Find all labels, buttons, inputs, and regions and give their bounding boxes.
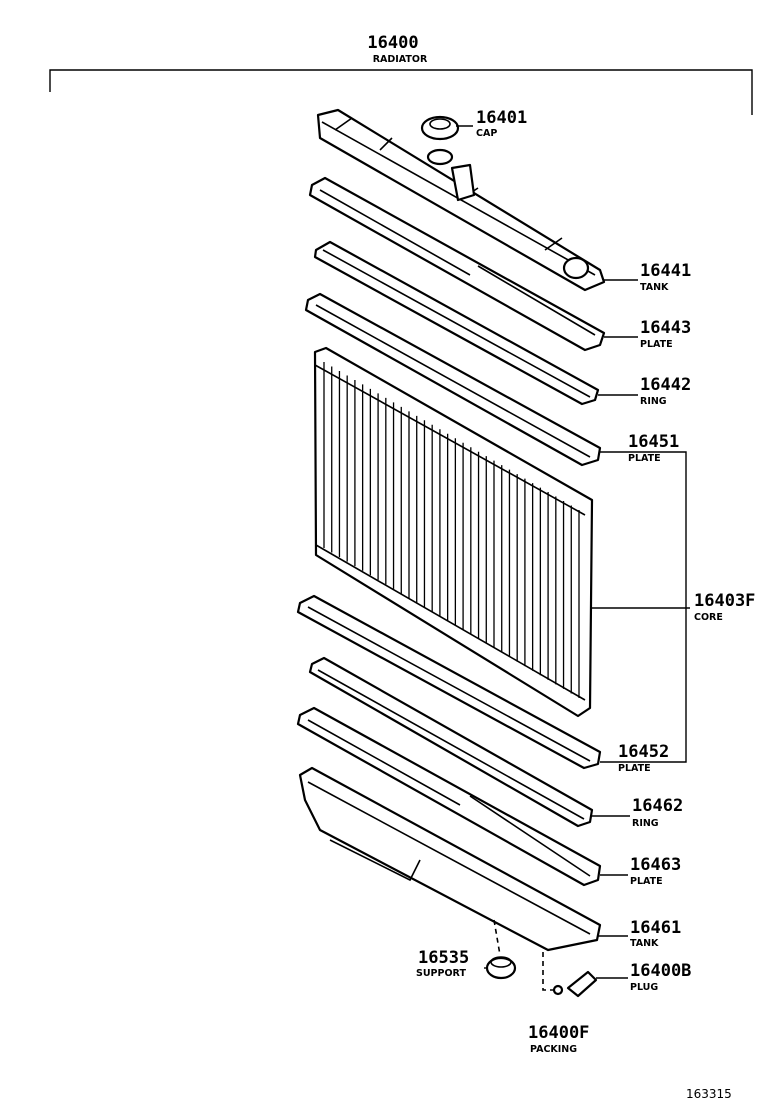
- lower-core-plate: [296, 594, 602, 770]
- drain-plug: [542, 952, 598, 998]
- lower-ring: [308, 656, 594, 828]
- part-label-core: CORE: [694, 612, 723, 623]
- upper-tank: [316, 108, 606, 292]
- part-number-lower-plate: 16463: [630, 855, 681, 875]
- part-label-lower-ring: RING: [632, 818, 659, 829]
- part-label-support: SUPPORT: [416, 968, 466, 979]
- radiator-core: [313, 346, 594, 718]
- part-number-upper-plate: 16443: [640, 318, 691, 338]
- upper-ring: [313, 240, 600, 406]
- part-label-lower-core-plate: PLATE: [618, 763, 651, 774]
- leader-lines: [456, 125, 690, 979]
- part-number-packing: 16400F: [528, 1023, 589, 1043]
- part-label-cap: CAP: [476, 128, 497, 139]
- part-number-support: 16535: [418, 948, 469, 968]
- part-number-lower-ring: 16462: [632, 796, 683, 816]
- part-number-lower-tank: 16461: [630, 918, 681, 938]
- part-number-upper-core-plate: 16451: [628, 432, 679, 452]
- part-label-upper-ring: RING: [640, 396, 667, 407]
- radiator-cap: [420, 115, 460, 141]
- part-label-upper-tank: TANK: [640, 282, 669, 293]
- part-number-lower-core-plate: 16452: [618, 742, 669, 762]
- part-number-plug: 16400B: [630, 961, 691, 981]
- part-label-plug: PLUG: [630, 982, 658, 993]
- part-number-cap: 16401: [476, 108, 527, 128]
- part-label-packing: PACKING: [530, 1044, 577, 1055]
- assembly-number: 16400: [367, 33, 418, 53]
- figure-code: 163315: [686, 1087, 732, 1101]
- core-fins: [323, 362, 580, 698]
- part-label-upper-plate: PLATE: [640, 339, 673, 350]
- upper-plate: [308, 176, 606, 352]
- lower-plate: [296, 706, 602, 887]
- part-number-upper-tank: 16441: [640, 261, 691, 281]
- part-number-core: 16403F: [694, 591, 755, 611]
- support-grommet: [485, 919, 517, 980]
- part-number-upper-ring: 16442: [640, 375, 691, 395]
- part-label-lower-tank: TANK: [630, 938, 659, 949]
- lower-tank: [298, 766, 602, 952]
- part-label-lower-plate: PLATE: [630, 876, 663, 887]
- part-label-upper-core-plate: PLATE: [628, 453, 661, 464]
- assembly-bracket: [49, 69, 753, 115]
- assembly-label: RADIATOR: [373, 54, 428, 65]
- upper-core-plate: [304, 292, 602, 467]
